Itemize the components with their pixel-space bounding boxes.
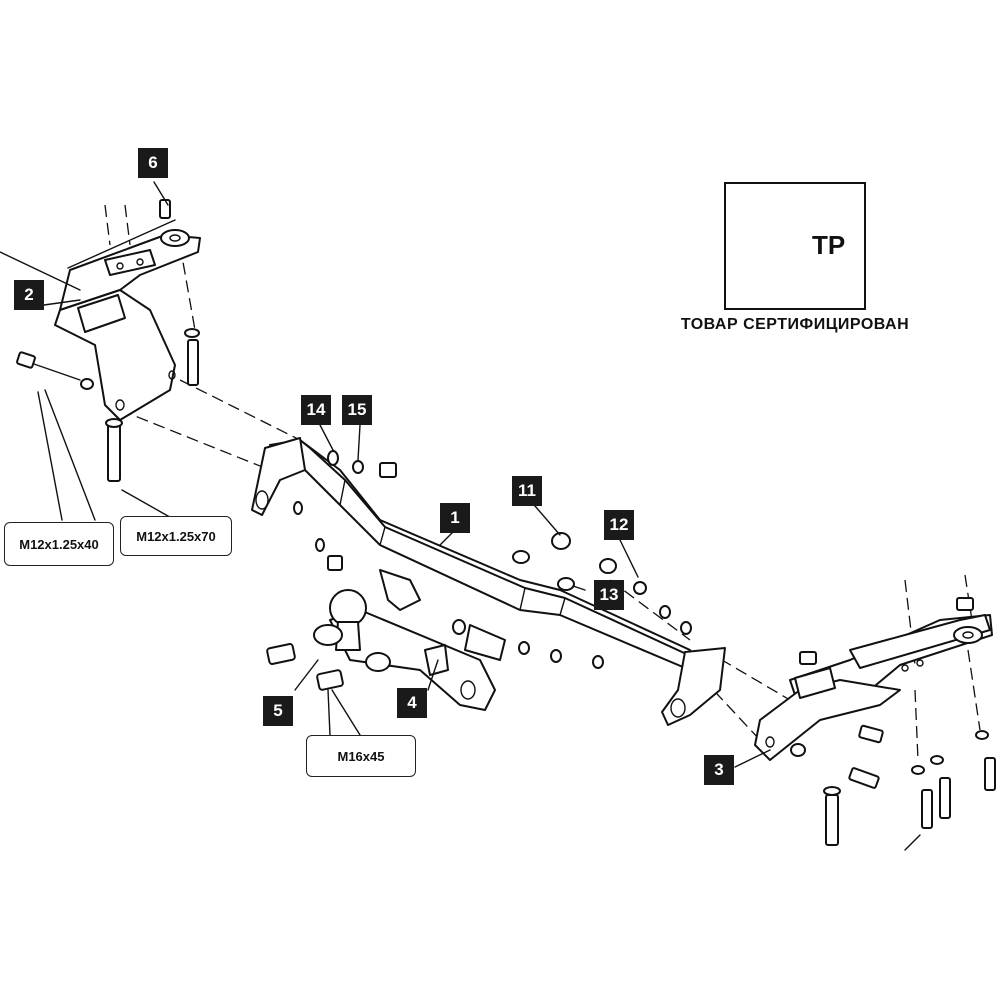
callout-13: 13 [594,580,624,610]
bolt-size-m12x40: M12x1.25x40 [4,522,114,566]
callout-4: 4 [397,688,427,718]
certification-mark-letters: ТР [812,230,846,260]
fasteners [16,199,996,846]
towball-assembly [313,589,496,711]
bolt-size-m12x70: M12x1.25x70 [120,516,232,556]
callout-15: 15 [342,395,372,425]
callout-12: 12 [604,510,634,540]
callout-3: 3 [704,755,734,785]
right-bracket [754,614,993,761]
callout-14: 14 [301,395,331,425]
callout-11: 11 [512,476,542,506]
leader-lines [37,181,921,851]
callout-5: 5 [263,696,293,726]
callout-6: 6 [138,148,168,178]
left-bracket [0,219,201,421]
main-crossbeam [251,437,726,726]
certification-text: ТОВАР СЕРТИФИЦИРОВАН [680,316,910,333]
bolt-size-m16x45: M16x45 [306,735,416,777]
certification-box: ТР [724,182,866,310]
callout-2: 2 [14,280,44,310]
callout-1: 1 [440,503,470,533]
